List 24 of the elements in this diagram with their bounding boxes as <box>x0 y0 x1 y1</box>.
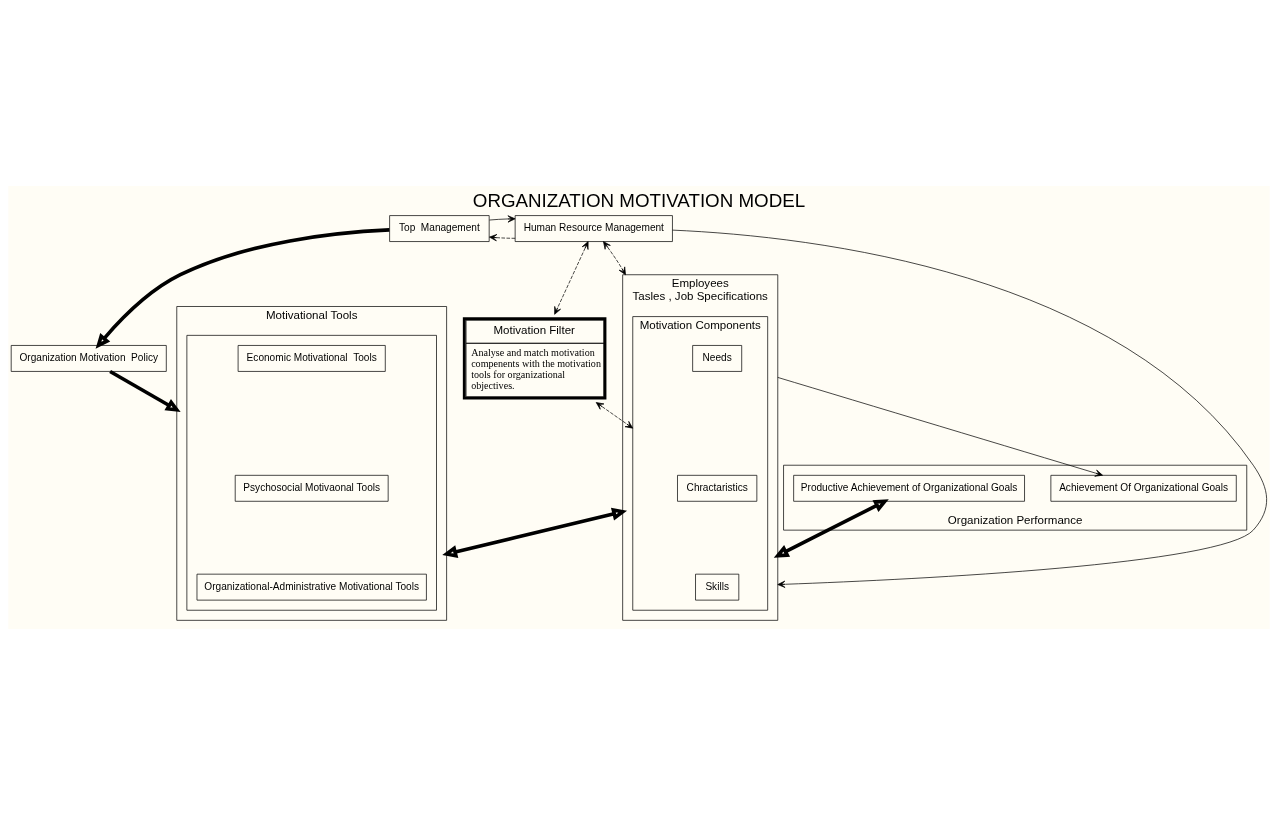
node-box: Skills <box>695 573 740 600</box>
arrow <box>672 229 1267 588</box>
node-box: Economic Motivational Tools <box>237 344 386 372</box>
arrow <box>489 214 516 223</box>
arrow <box>95 227 390 349</box>
node-box: Achievement Of Organizational Goals <box>1050 474 1237 502</box>
node-box: Human Resource Management <box>514 214 673 242</box>
node-box: Psychosocial Motivaonal Tools <box>234 474 389 502</box>
arrow <box>442 507 628 558</box>
cluster <box>186 334 437 611</box>
node-box: Organization Motivation Policy <box>10 344 167 372</box>
arrow <box>773 498 889 558</box>
arrow <box>595 401 634 429</box>
node-box: Productive Achievement of Organizational Goals <box>793 474 1025 502</box>
arrow <box>554 240 589 315</box>
node-box: Chractaristics <box>677 474 758 502</box>
arrow <box>777 376 1103 477</box>
node-box: Top Management <box>389 214 490 242</box>
node-box: Needs <box>692 344 743 372</box>
arrow <box>109 369 181 412</box>
arrow <box>489 233 516 241</box>
node-box: Organizational-Administrative Motivational Tools <box>196 573 427 600</box>
diagram-title: ORGANIZATION MOTIVATION MODEL <box>472 189 806 211</box>
arrow <box>603 240 626 275</box>
